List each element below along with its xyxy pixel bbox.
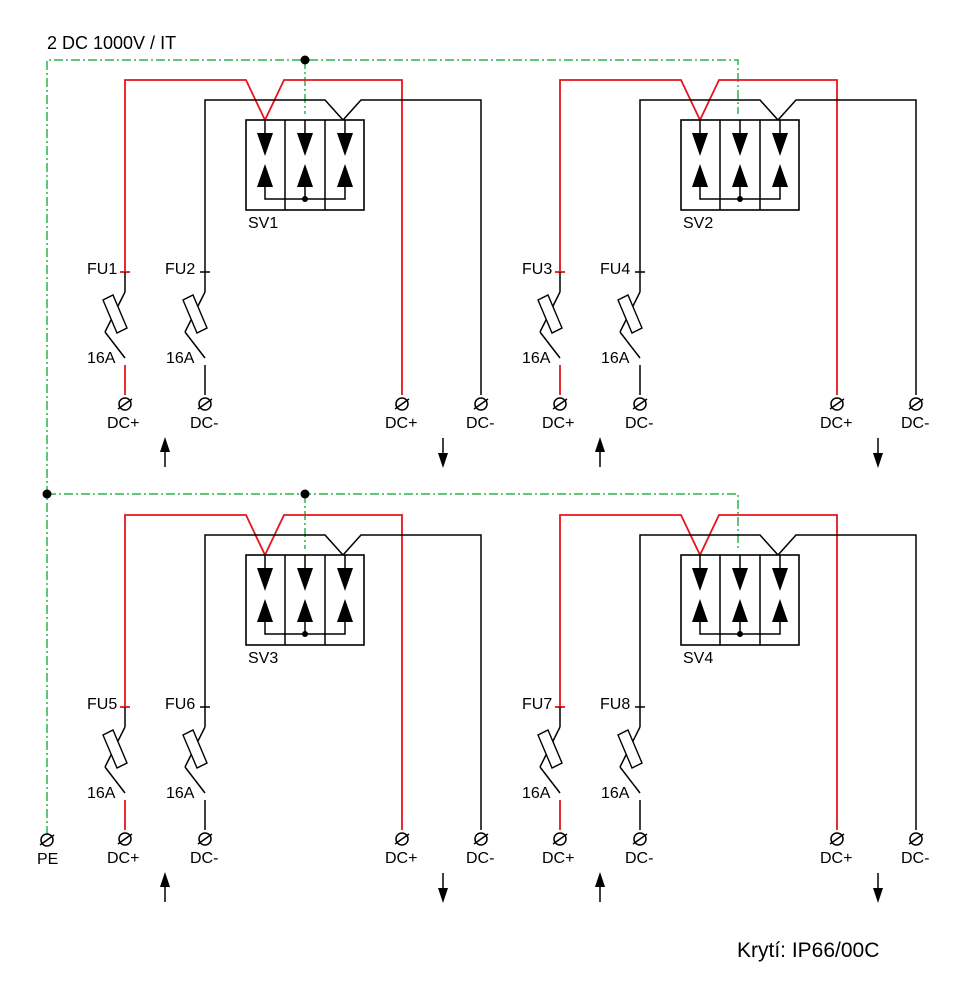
fuse-plus — [537, 706, 565, 794]
out-minus-label: DC- — [901, 415, 929, 432]
terminal-out-minus — [908, 832, 924, 846]
fuse-minus — [617, 706, 645, 794]
fuse-plus-rating: 16A — [87, 350, 116, 367]
terminal-in-minus — [632, 832, 648, 846]
fuse-minus-rating: 16A — [601, 785, 630, 802]
fuse-minus-rating: 16A — [166, 350, 195, 367]
arrow-up-icon — [595, 872, 605, 902]
arrow-down-icon — [438, 873, 448, 903]
terminal-in-plus — [552, 397, 568, 411]
fuse-minus-rating: 16A — [166, 785, 195, 802]
terminal-out-plus — [829, 397, 845, 411]
in-minus-label: DC- — [625, 850, 653, 867]
fuse-plus-label: FU7 — [522, 696, 552, 713]
protection-rating: Krytí: IP66/00C — [737, 939, 879, 962]
terminal-out-plus — [829, 832, 845, 846]
surge-protector — [680, 554, 800, 646]
surge-label: SV2 — [683, 215, 713, 232]
surge-label: SV1 — [248, 215, 278, 232]
fuse-minus — [617, 271, 645, 359]
fuse-plus-label: FU3 — [522, 261, 552, 278]
arrow-down-icon — [438, 438, 448, 468]
terminal-out-plus — [394, 397, 410, 411]
out-minus-label: DC- — [901, 850, 929, 867]
terminal-out-plus — [394, 832, 410, 846]
out-minus-label: DC- — [466, 415, 494, 432]
in-plus-label: DC+ — [107, 850, 139, 867]
arrow-down-icon — [873, 438, 883, 468]
in-plus-label: DC+ — [107, 415, 139, 432]
fuse-minus — [182, 271, 210, 359]
fuse-minus-label: FU4 — [600, 261, 630, 278]
fuse-plus-rating: 16A — [522, 350, 551, 367]
arrow-up-icon — [160, 872, 170, 902]
surge-protector — [245, 554, 365, 646]
terminal-in-minus — [197, 397, 213, 411]
fuse-minus-label: FU6 — [165, 696, 195, 713]
arrow-down-icon — [873, 873, 883, 903]
surge-label: SV4 — [683, 650, 713, 667]
fuse-minus-rating: 16A — [601, 350, 630, 367]
fuse-minus-label: FU8 — [600, 696, 630, 713]
fuse-plus-rating: 16A — [87, 785, 116, 802]
in-minus-label: DC- — [190, 415, 218, 432]
terminal-in-minus — [632, 397, 648, 411]
fuse-plus — [102, 706, 130, 794]
pe-label: PE — [37, 851, 58, 868]
in-minus-label: DC- — [190, 850, 218, 867]
in-minus-label: DC- — [625, 415, 653, 432]
in-plus-label: DC+ — [542, 415, 574, 432]
surge-protector — [245, 119, 365, 211]
terminal-out-minus — [908, 397, 924, 411]
terminal-out-minus — [473, 397, 489, 411]
fuse-minus — [182, 706, 210, 794]
arrow-up-icon — [160, 437, 170, 467]
in-plus-label: DC+ — [542, 850, 574, 867]
fuse-plus — [102, 271, 130, 359]
surge-protector — [680, 119, 800, 211]
surge-label: SV3 — [248, 650, 278, 667]
terminal-in-plus — [117, 397, 133, 411]
out-plus-label: DC+ — [820, 415, 852, 432]
out-minus-label: DC- — [466, 850, 494, 867]
terminal-out-minus — [473, 832, 489, 846]
out-plus-label: DC+ — [820, 850, 852, 867]
fuse-plus-label: FU1 — [87, 261, 117, 278]
fuse-plus-rating: 16A — [522, 785, 551, 802]
out-plus-label: DC+ — [385, 850, 417, 867]
terminal-in-plus — [117, 832, 133, 846]
fuse-plus-label: FU5 — [87, 696, 117, 713]
fuse-plus — [537, 271, 565, 359]
terminal-in-minus — [197, 832, 213, 846]
pe-terminal — [39, 833, 55, 847]
terminal-in-plus — [552, 832, 568, 846]
pe-wiring: PE — [37, 55, 739, 868]
out-plus-label: DC+ — [385, 415, 417, 432]
arrow-up-icon — [595, 437, 605, 467]
fuse-minus-label: FU2 — [165, 261, 195, 278]
diagram-title: 2 DC 1000V / IT — [47, 33, 176, 53]
